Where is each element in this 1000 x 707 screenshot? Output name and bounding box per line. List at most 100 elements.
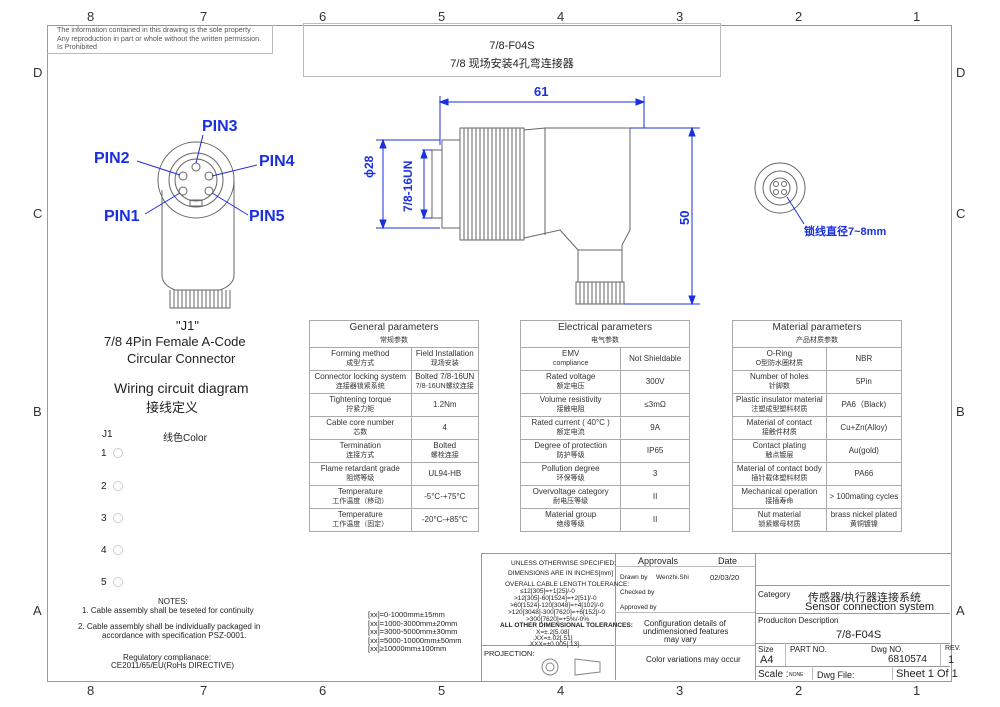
tb-rev-label: REV. (945, 645, 961, 652)
tb-drawn-date: 02/03/20 (710, 573, 740, 582)
notice-box: The information contained in this drawin… (47, 25, 273, 54)
zone-a-right: A (956, 603, 965, 618)
wiring-row: 3 (101, 513, 123, 524)
zone-3-bottom: 3 (676, 683, 684, 698)
wire-dot (112, 545, 123, 556)
tb-ov5: >300[7620]=+5%/-0% (526, 616, 590, 623)
title-block-divider (615, 553, 616, 680)
wiring-row: 2 (101, 481, 123, 492)
title-block-divider (481, 645, 615, 646)
title-block-divider (615, 645, 755, 646)
tb-category-label: Category (758, 590, 791, 599)
tb-size-value: A4 (760, 654, 774, 666)
wiring-pin: 4 (101, 545, 107, 556)
tb-part-label: PART NO. (790, 645, 827, 654)
regulatory-text: CE2011/65/EU(RoHs DIRECTIVE) (111, 661, 234, 670)
zone-1-bottom: 1 (913, 683, 921, 698)
tb-production-value: 7/8-F04S (836, 629, 882, 641)
wiring-row: 1 (101, 448, 123, 459)
param-value: 5Pin (825, 370, 903, 394)
wiring-pin: 1 (101, 448, 107, 459)
param-value: 4 (410, 416, 480, 440)
regulatory-title: Regulatory complianace: (123, 653, 212, 662)
pin5-label: PIN5 (249, 208, 285, 225)
tb-ov2: >12[305]-60[1524]=+2[51]/-0 (514, 595, 597, 602)
wiring-title-cn: 接线定义 (146, 400, 199, 415)
tb-ov1: ≤12[305]=+1[25]/-0 (520, 588, 575, 595)
param-value: II (620, 485, 690, 509)
wiring-pin: 5 (101, 577, 107, 588)
pin3-label: PIN3 (202, 118, 238, 135)
title-model: 7/8-F04S (489, 40, 535, 52)
tb-category-en: Sensor connection system (805, 601, 935, 613)
param-value: PA66 (825, 462, 903, 486)
pin2-label: PIN2 (94, 150, 130, 167)
zone-5-bottom: 5 (438, 683, 446, 698)
tb-ov4: >120[3048]-300[7620]=+6[152]/-0 (508, 609, 606, 616)
tb-other: ALL OTHER DIMENSIONAL TOLERANCES: (500, 622, 633, 629)
tb-config-2: undimensioned features (643, 627, 729, 636)
material-title-en: Material parameters (772, 322, 862, 333)
tb-unless: UNLESS OTHERWISE SPECIFIED: (511, 560, 616, 567)
general-title-cn: 常规参数 (380, 337, 408, 344)
tb-ot3: .XXX=±0.005[.13] (528, 641, 580, 648)
zone-4-bottom: 4 (557, 683, 565, 698)
electrical-title-en: Electrical parameters (558, 322, 652, 333)
pin4-label: PIN4 (259, 153, 295, 170)
tb-projection: PROJECTION: (484, 649, 535, 658)
notes-line-2a: 2. Cable assembly shall be individually … (78, 622, 261, 631)
tb-rev-value: 1 (948, 654, 955, 666)
tolerance-line: [xx]=3000-5000mm±30mm (368, 627, 458, 636)
title-block-divider (755, 585, 950, 586)
tb-dwg-label: Dwg NO. (871, 645, 904, 654)
connector-desc-1: 7/8 4Pin Female A-Code (104, 334, 246, 349)
param-value: UL94-HB (410, 462, 480, 486)
title-block-divider (755, 613, 950, 614)
tb-approvals: Approvals (638, 556, 679, 566)
dim-diameter: ϕ28 (362, 155, 376, 178)
tb-color-variations: Color variations may occur (646, 655, 741, 664)
outer-frame (47, 25, 952, 682)
zone-5-top: 5 (438, 9, 446, 24)
zone-a-left: A (33, 603, 42, 618)
title-block-divider (615, 566, 755, 567)
notes-line-2b: accordance with specification PSZ-0001. (102, 631, 247, 640)
connector-name: "J1" (176, 318, 199, 333)
param-value: Cu+Zn(Alloy) (825, 416, 903, 440)
wiring-col-color: 线色Color (163, 433, 207, 444)
electrical-title-cn: 电气参数 (591, 337, 619, 344)
param-value: > 100mating cycles (825, 485, 903, 509)
tb-ot2: .XX=±.02[.51] (533, 635, 573, 642)
table-header: Electrical parameters 电气参数 (520, 320, 690, 348)
zone-1-top: 1 (913, 9, 921, 24)
notice-text: The information contained in this drawin… (57, 25, 262, 51)
zone-8-top: 8 (87, 9, 95, 24)
length-tolerances: [xx]=0-1000mm±15mm [xx]=1000-3000mm±20mm… (368, 610, 462, 654)
